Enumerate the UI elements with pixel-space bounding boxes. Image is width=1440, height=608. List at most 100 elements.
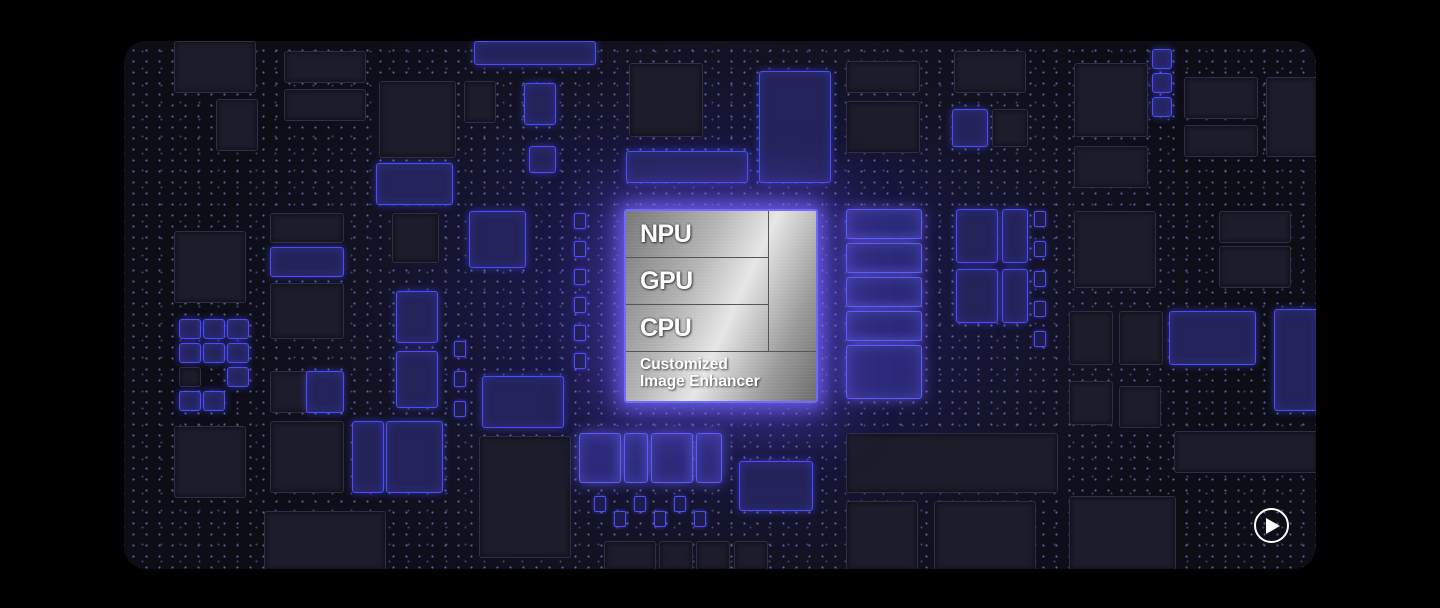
board-pin xyxy=(1034,241,1046,257)
board-component xyxy=(934,501,1036,569)
board-component xyxy=(474,41,596,65)
board-component xyxy=(846,61,920,93)
board-component xyxy=(1069,381,1113,425)
board-component xyxy=(227,319,249,339)
board-component xyxy=(846,277,922,307)
board-pin xyxy=(634,496,646,512)
board-component xyxy=(992,109,1028,147)
board-component xyxy=(1074,146,1148,188)
board-component xyxy=(629,63,703,137)
board-component xyxy=(739,461,813,511)
board-component xyxy=(1174,431,1316,473)
board-pin xyxy=(674,496,686,512)
board-component xyxy=(846,243,922,273)
board-component xyxy=(1119,311,1163,365)
board-component xyxy=(846,311,922,341)
board-component xyxy=(396,351,438,408)
board-component xyxy=(469,211,526,268)
board-component xyxy=(227,367,249,387)
board-component xyxy=(1152,49,1172,69)
board-component xyxy=(174,41,256,93)
board-component xyxy=(270,213,344,243)
board-component xyxy=(482,376,564,428)
board-component xyxy=(659,541,693,569)
board-component xyxy=(1074,63,1148,137)
board-pin xyxy=(574,269,586,285)
board-component xyxy=(264,511,386,569)
board-component xyxy=(734,541,768,569)
board-pin xyxy=(454,371,466,387)
chip-label-image-enhancer: Customized Image Enhancer xyxy=(626,351,816,399)
board-pin xyxy=(454,401,466,417)
board-component xyxy=(846,501,918,569)
board-component xyxy=(216,99,258,151)
play-icon xyxy=(1266,518,1280,534)
board-pin xyxy=(594,496,606,512)
chip-label-npu: NPU xyxy=(626,211,768,258)
board-component xyxy=(624,433,648,483)
board-component xyxy=(696,541,730,569)
board-component xyxy=(203,343,225,363)
board-component xyxy=(270,247,344,277)
board-component xyxy=(464,81,496,123)
board-component xyxy=(270,421,344,493)
board-pin xyxy=(454,341,466,357)
board-component xyxy=(1266,77,1316,157)
play-button[interactable] xyxy=(1254,508,1289,543)
board-component xyxy=(846,433,1058,493)
board-component xyxy=(174,231,246,303)
board-component xyxy=(604,541,656,569)
board-component xyxy=(846,101,920,153)
enhancer-line-2: Image Enhancer xyxy=(640,373,760,390)
board-pin xyxy=(574,213,586,229)
board-component xyxy=(956,269,998,323)
board-component xyxy=(203,391,225,411)
board-pin xyxy=(574,297,586,313)
board-component xyxy=(376,163,453,205)
board-component xyxy=(396,291,438,343)
board-component xyxy=(1069,311,1113,365)
board-component xyxy=(386,421,443,493)
board-component xyxy=(1074,211,1156,288)
board-component xyxy=(846,209,922,239)
board-component xyxy=(1002,269,1028,323)
board-pin xyxy=(654,511,666,527)
board-component xyxy=(1274,309,1316,411)
board-component xyxy=(651,433,693,483)
chip-divider xyxy=(768,211,769,351)
board-component xyxy=(524,83,556,125)
board-pin xyxy=(1034,271,1046,287)
board-pin xyxy=(574,241,586,257)
board-component xyxy=(179,391,201,411)
board-component xyxy=(174,426,246,498)
processor-chip: NPU GPU CPU Customized Image Enhancer xyxy=(624,209,818,403)
hero-media: NPU GPU CPU Customized Image Enhancer xyxy=(124,41,1316,569)
board-component xyxy=(1169,311,1256,365)
board-component xyxy=(1152,97,1172,117)
board-component xyxy=(392,213,439,263)
board-component xyxy=(579,433,621,483)
board-component xyxy=(1152,73,1172,93)
board-pin xyxy=(574,325,586,341)
board-component xyxy=(203,319,225,339)
chip-label-cpu: CPU xyxy=(640,313,692,342)
board-component xyxy=(179,319,201,339)
board-component xyxy=(1069,496,1176,569)
enhancer-line-1: Customized xyxy=(640,356,728,373)
board-component xyxy=(1002,209,1028,263)
board-component xyxy=(1184,125,1258,157)
board-component xyxy=(379,81,456,158)
board-component xyxy=(479,436,571,558)
board-component xyxy=(696,433,722,483)
board-component xyxy=(529,146,556,173)
board-component xyxy=(954,51,1026,93)
board-pin xyxy=(1034,331,1046,347)
board-component xyxy=(956,209,998,263)
board-pin xyxy=(1034,301,1046,317)
board-pin xyxy=(694,511,706,527)
board-pin xyxy=(574,353,586,369)
board-component xyxy=(284,51,366,83)
chip-label-gpu: GPU xyxy=(626,258,768,305)
board-component xyxy=(952,109,988,147)
board-pin xyxy=(1034,211,1046,227)
